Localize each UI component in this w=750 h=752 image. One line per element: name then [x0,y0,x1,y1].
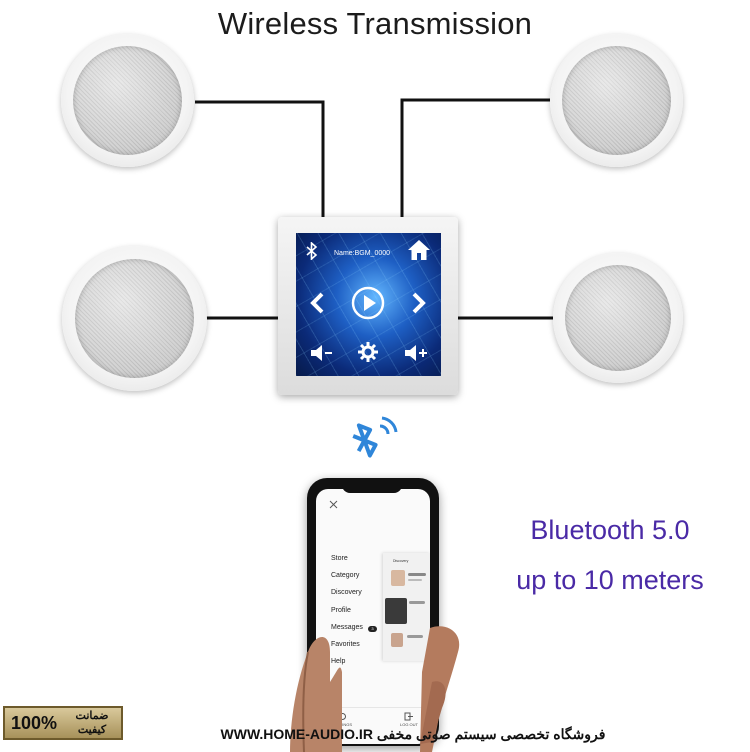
amplifier-touchscreen: Name:BGM_0000 [296,233,441,376]
device-name-label: Name:BGM_0000 [334,250,391,257]
preview-title: Discovery [393,559,409,563]
ceiling-speaker-top-left [61,34,194,167]
menu-item-help[interactable]: Help [331,658,346,665]
preview-text-line [408,573,426,576]
page-title: Wireless Transmission [217,6,533,41]
preview-text-line [407,635,423,638]
play-icon[interactable] [351,286,385,320]
phone-notch [342,483,402,493]
menu-item-discovery[interactable]: Discovery [331,589,362,596]
chevron-right-icon[interactable] [410,291,428,315]
bluetooth-version: Bluetooth 5.0 [530,515,690,545]
bluetooth-icon [306,242,318,260]
menu-item-category[interactable]: Category [331,572,360,579]
preview-image [385,598,407,624]
menu-item-favorites[interactable]: Favorites [331,641,360,648]
hand [290,626,460,752]
home-icon[interactable] [407,239,431,261]
chevron-left-icon[interactable] [308,291,326,315]
ceiling-speaker-bottom-right [553,253,683,383]
preview-thumbnail [391,570,405,586]
close-icon[interactable] [329,500,338,509]
bluetooth-spec-text: Bluetooth 5.0 up to 10 meters [480,505,740,605]
volume-down-icon[interactable] [310,344,334,362]
badge-percent: 100% [11,713,58,733]
menu-item-messages[interactable]: Messages [331,624,363,631]
preview-text-line [409,601,425,604]
ceiling-speaker-top-right [550,34,683,167]
menu-item-profile[interactable]: Profile [331,607,351,614]
ceiling-speaker-bottom-left [62,246,207,391]
volume-up-icon[interactable] [404,344,430,362]
bluetooth-wireless-icon [352,416,398,458]
store-footer-text: فروشگاه تخصصی سیستم صوتی مخفی WWW.HOME-A… [220,726,606,742]
preview-thumbnail [391,633,403,647]
discovery-preview-panel[interactable]: Discovery [383,553,430,661]
bluetooth-range: up to 10 meters [516,565,704,595]
gear-icon[interactable] [358,342,378,362]
logout-icon[interactable] [404,712,413,721]
badge-text: ضمانت کیفیت [75,710,109,736]
quality-guarantee-badge: 100% ضمانت کیفیت [3,706,123,740]
settings-label[interactable]: SETTINGS [332,722,353,727]
menu-item-store[interactable]: Store [331,555,348,562]
messages-count-badge: 3 [368,626,377,632]
preview-text-line [408,579,422,581]
phone-app-screen: Store Category Discovery Profile Message… [316,489,430,744]
logout-label[interactable]: LOG OUT [400,722,419,727]
